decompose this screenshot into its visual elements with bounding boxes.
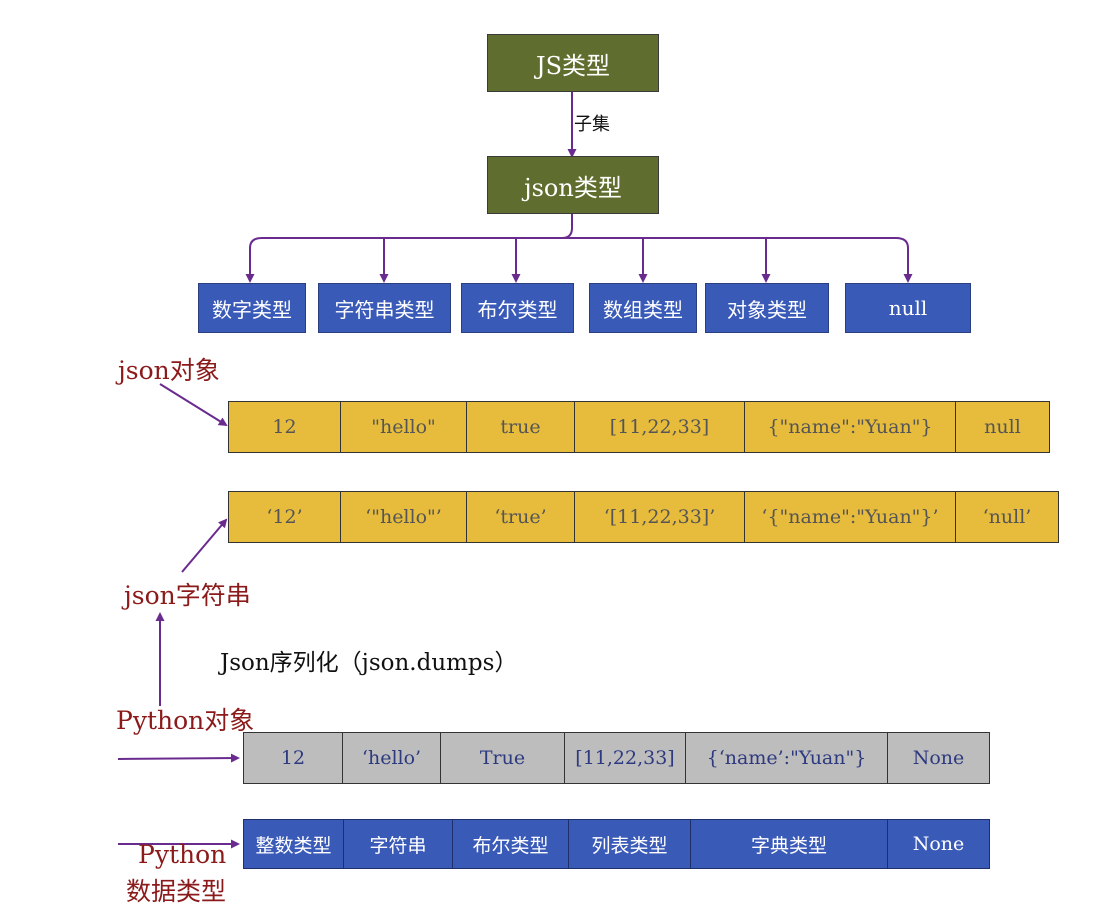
python-types-label-line1: Python <box>138 840 227 869</box>
python-object-cell: True <box>440 732 565 784</box>
json-string-cell: ‘null’ <box>955 491 1059 543</box>
python-type-cell: 字符串 <box>343 819 453 869</box>
json-string-cell: ‘"hello"’ <box>340 491 467 543</box>
python-object-cell: None <box>887 732 990 784</box>
json-type-null: null <box>845 283 971 333</box>
json-type-box: json类型 <box>487 156 659 214</box>
json-object-arrow <box>159 383 228 427</box>
python-type-cell: 布尔类型 <box>452 819 569 869</box>
python-object-label: Python对象 <box>116 706 255 735</box>
python-object-cell: 12 <box>243 732 343 784</box>
python-object-cell: {‘name’:"Yuan"} <box>685 732 888 784</box>
json-type-number: 数字类型 <box>198 283 306 333</box>
json-string-cell: ‘true’ <box>466 491 575 543</box>
subset-label: 子集 <box>574 114 610 135</box>
json-object-cell: null <box>955 401 1050 453</box>
python-object-cell: [11,22,33] <box>564 732 686 784</box>
json-object-cell: 12 <box>228 401 341 453</box>
json-string-arrow <box>181 518 228 573</box>
json-type-boolean: 布尔类型 <box>461 283 574 333</box>
json-type-string: 字符串类型 <box>318 283 451 333</box>
json-type-object: 对象类型 <box>705 283 829 333</box>
serialize-caption: Json序列化（json.dumps） <box>220 650 518 676</box>
python-type-cell: None <box>887 819 990 869</box>
json-string-cell: ‘[11,22,33]’ <box>574 491 745 543</box>
json-object-cell: true <box>466 401 575 453</box>
tree-horizontal <box>249 214 909 278</box>
python-object-cell: ‘hello’ <box>342 732 441 784</box>
json-string-label: json字符串 <box>124 581 251 610</box>
json-object-cell: [11,22,33] <box>574 401 745 453</box>
python-object-arrow <box>117 753 240 763</box>
json-string-cell: ‘12’ <box>228 491 341 543</box>
python-type-cell: 列表类型 <box>568 819 691 869</box>
python-types-label-line2: 数据类型 <box>126 877 227 906</box>
json-object-cell: {"name":"Yuan"} <box>744 401 956 453</box>
python-type-cell: 整数类型 <box>243 819 344 869</box>
json-object-label: json对象 <box>118 356 220 385</box>
json-type-array: 数组类型 <box>589 283 697 333</box>
js-type-box: JS类型 <box>487 34 659 92</box>
json-object-cell: "hello" <box>340 401 467 453</box>
python-type-cell: 字典类型 <box>690 819 888 869</box>
json-string-cell: ‘{"name":"Yuan"}’ <box>744 491 956 543</box>
